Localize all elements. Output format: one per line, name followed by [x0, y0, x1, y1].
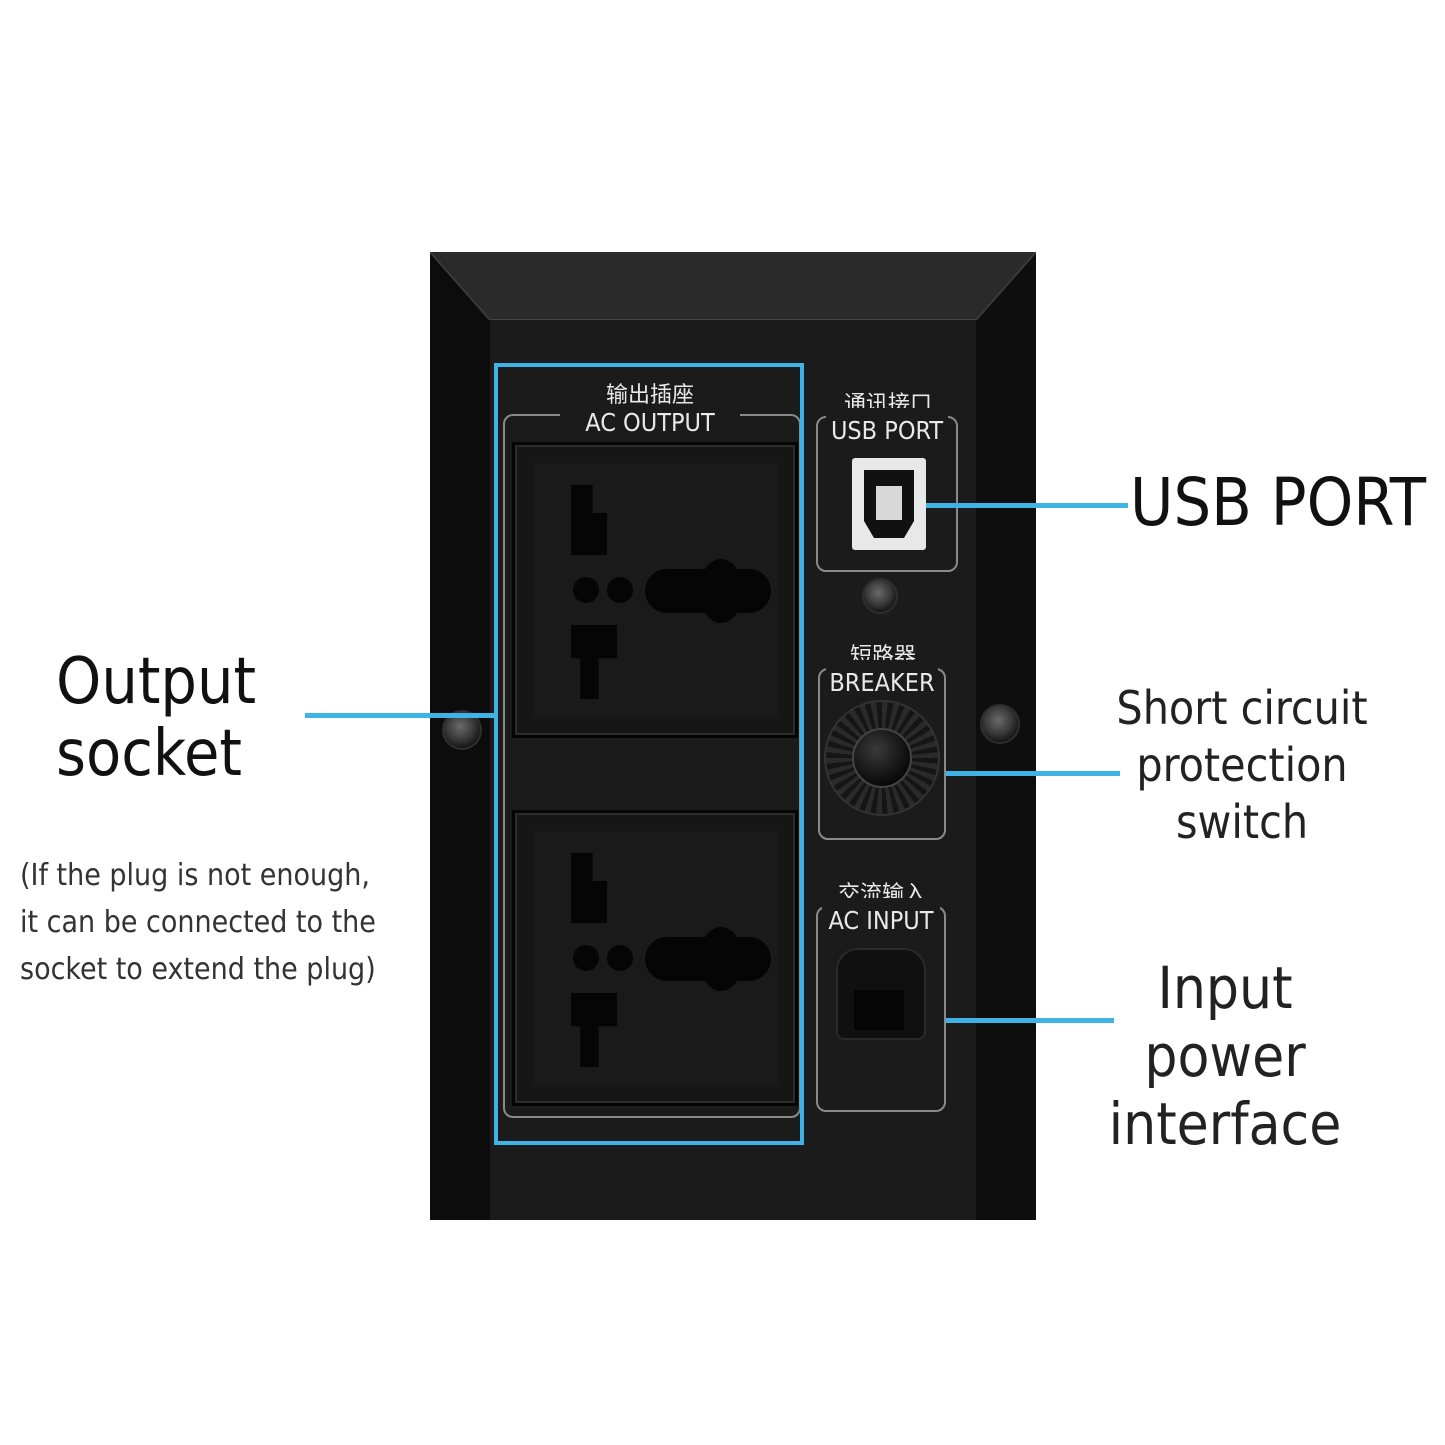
short-circuit-line2: protection: [1136, 738, 1348, 792]
note-line2: it can be connected to the: [20, 905, 376, 940]
output-socket-callout: Output socket: [56, 646, 256, 790]
ac-output-label-cn: 输出插座: [605, 383, 694, 408]
short-circuit-line1: Short circuit: [1116, 681, 1368, 735]
usb-port-label: USB PORT: [830, 416, 944, 445]
ac-output-socket[interactable]: [512, 442, 798, 738]
usb-port-callout-line: [926, 503, 1128, 508]
usb-port-callout: USB PORT: [1130, 464, 1427, 541]
input-power-line2: power: [1144, 1022, 1306, 1090]
ac-output-label: AC OUTPUT: [585, 408, 715, 437]
output-socket-note: (If the plug is not enough, it can be co…: [20, 852, 376, 993]
short-circuit-line3: switch: [1175, 795, 1309, 849]
output-highlight-box: [494, 363, 804, 1145]
input-power-line1: Input: [1157, 954, 1293, 1022]
ac-output-socket[interactable]: [512, 810, 798, 1106]
output-socket-line2: socket: [56, 717, 242, 791]
universal-socket-icon: [533, 831, 779, 1085]
ac-input-label: AC INPUT: [828, 906, 934, 935]
usb-b-port-icon[interactable]: [852, 458, 926, 550]
universal-socket-icon: [533, 463, 779, 717]
breaker-callout-line: [946, 771, 1120, 776]
output-socket-line1: Output: [56, 645, 256, 719]
note-line3: socket to extend the plug): [20, 952, 376, 987]
breaker-button-icon[interactable]: [824, 700, 940, 816]
ac-input-callout-line: [946, 1018, 1114, 1023]
input-power-callout: Input power interface: [1100, 954, 1350, 1158]
screw-icon: [862, 578, 898, 614]
screw-icon: [980, 704, 1020, 744]
note-line1: (If the plug is not enough,: [20, 858, 370, 893]
output-socket-callout-line: [305, 713, 497, 718]
input-power-line3: interface: [1108, 1090, 1342, 1158]
ac-inlet-icon[interactable]: [836, 948, 926, 1040]
breaker-label: BREAKER: [829, 668, 935, 697]
short-circuit-callout: Short circuit protection switch: [1108, 680, 1376, 851]
